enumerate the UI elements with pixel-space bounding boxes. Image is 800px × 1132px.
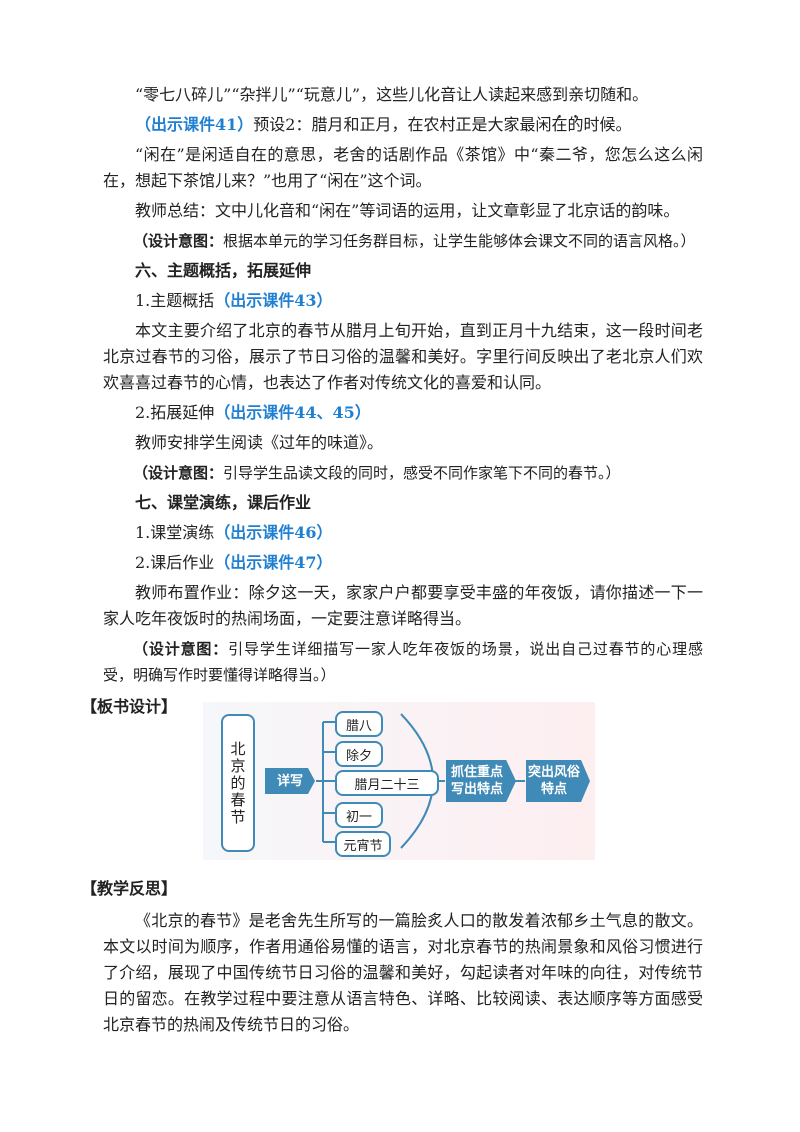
board-design-diagram: 北京的春节 详写 腊八 除夕 腊月二十三 初一 元宵节 抓住重点写出特点 突出风…	[203, 702, 595, 860]
section-seven-item2: 2.课后作业（出示课件47）	[135, 553, 333, 572]
courseware-link-47[interactable]: （出示课件47）	[214, 553, 333, 572]
focus-tag: 抓住重点写出特点	[446, 760, 516, 802]
board-item-chuxi: 除夕	[335, 741, 383, 767]
board-title: 北京的春节	[228, 740, 247, 826]
board-design-heading: 【板书设计】	[81, 697, 178, 716]
board-title-box: 北京的春节	[221, 714, 255, 852]
highlight-tag: 突出风俗特点	[526, 760, 590, 802]
reflection-text: 《北京的春节》是老舍先生所写的一篇脍炙人口的散发着浓郁乡土气息的散文。本文以时间…	[103, 911, 703, 1034]
board-item-laba: 腊八	[335, 711, 383, 737]
paragraph-erhua: “零七八碎儿”“杂拌儿”“玩意儿”，这些儿化音让人读起来感到亲切随和。	[135, 85, 649, 104]
paragraph-xianzai: “闲在”是闲适自在的意思，老舍的话剧作品《茶馆》中“秦二爷，您怎么这么闲在，想起…	[103, 145, 703, 190]
section-six-item1-text: 本文主要介绍了北京的春节从腊月上旬开始，直到正月十九结束，这一段时间老北京过春节…	[103, 321, 703, 392]
section-six-item1: 1.主题概括（出示课件43）	[135, 291, 333, 310]
courseware-link-46[interactable]: （出示课件46）	[214, 523, 333, 542]
reflection-section: 【教学反思】 《北京的春节》是老舍先生所写的一篇脍炙人口的散发着浓郁乡土气息的散…	[81, 870, 703, 1042]
courseware-link-43[interactable]: （出示课件43）	[214, 291, 333, 310]
design-intent: （设计意图：根据本单元的学习任务群目标，让学生能够体会课文不同的语言风格。）	[133, 232, 696, 250]
design-intent: （设计意图：引导学生品读文段的同时，感受不同作家笔下不同的春节。）	[133, 464, 621, 482]
section-six-title: 六、主题概括，拓展延伸	[135, 261, 312, 280]
section-seven-item1: 1.课堂演练（出示课件46）	[135, 523, 333, 542]
board-item-layue23: 腊月二十三	[335, 770, 439, 796]
design-intent: （设计意图：引导学生详细描写一家人吃年夜饭的场景，说出自己过春节的心理感受，明确…	[103, 640, 703, 684]
emphasis-char: 在	[551, 115, 567, 134]
courseware-link-44-45[interactable]: （出示课件44、45）	[214, 403, 371, 422]
paragraph-summary: 教师总结：文中儿化音和“闲在”等词语的运用，让文章彰显了北京话的韵味。	[135, 201, 680, 220]
board-item-yuanxiao: 元宵节	[335, 831, 391, 857]
detail-tag: 详写	[265, 768, 315, 794]
board-item-chuyi: 初一	[335, 802, 383, 828]
section-six-item2-text: 教师安排学生阅读《过年的味道》。	[135, 433, 384, 452]
section-six-item2: 2.拓展延伸（出示课件44、45）	[135, 403, 371, 422]
courseware-link-41[interactable]: （出示课件41）	[135, 115, 254, 134]
paragraph-preset2: （出示课件41）预设2：腊月和正月，在农村正是大家最闲在的时候。	[103, 112, 703, 138]
document-body: “零七八碎儿”“杂拌儿”“玩意儿”，这些儿化音让人读起来感到亲切随和。 （出示课…	[81, 82, 703, 726]
reflection-heading: 【教学反思】	[81, 879, 178, 898]
section-seven-title: 七、课堂演练，课后作业	[135, 493, 312, 512]
section-seven-item2-text: 教师布置作业：除夕这一天，家家户户都要享受丰盛的年夜饭，请你描述一下一家人吃年夜…	[103, 583, 703, 628]
